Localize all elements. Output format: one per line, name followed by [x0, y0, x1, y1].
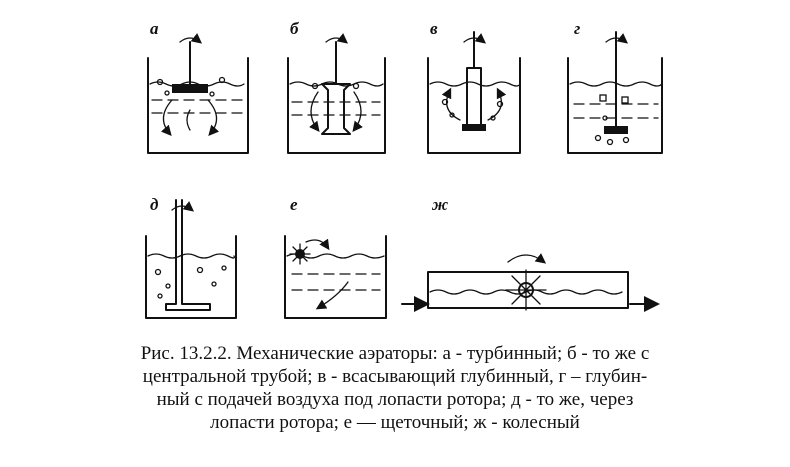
brush-rotor-e — [289, 243, 311, 265]
caption-line-2: центральной трубой; в - всасывающий глуб… — [142, 366, 648, 387]
panel-a: а — [147, 19, 249, 154]
figure-caption: Рис. 13.2.2. Механические аэраторы: а - … — [110, 342, 680, 434]
panel-letter-v: в — [430, 19, 438, 38]
paddle-wheel-zh — [505, 269, 547, 311]
rotor-v — [462, 124, 486, 131]
panel-v: в — [427, 19, 521, 154]
caption-line-4: лопасти ротора; е — щеточный; ж - колесн… — [210, 412, 580, 433]
panel-letter-d: д — [150, 195, 159, 214]
central-tube-b — [321, 83, 351, 135]
panel-letter-zh: ж — [431, 195, 448, 214]
tank-v — [427, 57, 521, 154]
air-pipe-d — [165, 199, 211, 311]
panel-d: д — [145, 195, 237, 319]
panel-b: б — [287, 19, 386, 154]
panel-letter-b: б — [290, 19, 300, 38]
tank-g — [567, 57, 663, 154]
tank-b — [287, 57, 386, 154]
caption-line-3: ный с подачей воздуха под лопасти ротора… — [156, 389, 634, 410]
caption-line-1: Рис. 13.2.2. Механические аэраторы: а - … — [140, 343, 650, 364]
rotation-arrow-a — [179, 33, 203, 44]
panel-g: г — [567, 19, 663, 154]
tank-d — [145, 235, 237, 319]
tank-a — [147, 57, 249, 154]
channel-zh — [427, 271, 629, 309]
panel-letter-e: е — [290, 195, 298, 214]
panel-zh: ж — [401, 195, 660, 312]
panel-letter-a: а — [150, 19, 159, 38]
rotor-g — [604, 126, 628, 134]
suction-tube-v — [466, 67, 482, 127]
aerators-diagram: а б в г — [145, 19, 663, 319]
turbine-rotor-a — [172, 84, 208, 93]
panel-e: е — [284, 195, 387, 319]
panel-letter-g: г — [574, 19, 580, 38]
tank-e — [284, 235, 387, 319]
